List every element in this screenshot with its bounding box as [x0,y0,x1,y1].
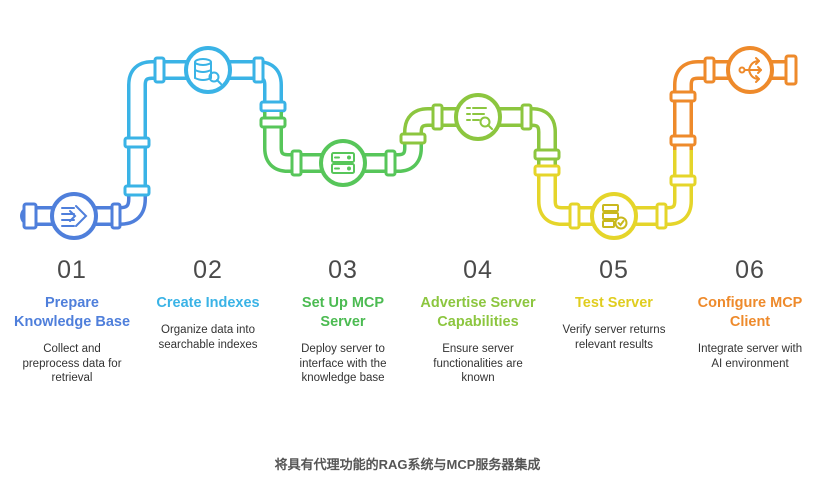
step-number: 01 [57,256,87,284]
step-5: 05 Test Server Verify server returns rel… [552,254,676,352]
step-description: Ensure server functionalities are known [433,343,523,384]
step-title: Test Server [575,295,653,311]
node-1 [50,192,98,240]
step-title: Create Indexes [156,295,260,311]
step-number: 06 [735,256,765,284]
step-description: Collect and preprocess data for retrieva… [22,343,122,384]
step-4: 04 Advertise Server Capabilities Ensure … [416,254,540,386]
server-check-icon [602,204,628,230]
step-number: 03 [328,256,358,284]
node-4 [454,93,502,141]
node-3 [319,139,367,187]
step-2: 02 Create Indexes Organize data into sea… [146,254,270,352]
step-title: Prepare Knowledge Base [13,295,131,330]
step-number: 04 [463,256,493,284]
node-5 [590,192,638,240]
node-6 [726,46,774,94]
step-number: 02 [193,256,223,284]
node-2 [184,46,232,94]
database-search-icon [194,58,222,85]
step-6: 06 Configure MCP Client Integrate server… [688,254,812,371]
list-search-icon [466,107,493,130]
step-3: 03 Set Up MCP Server Deploy server to in… [281,254,405,386]
figure-caption: 将具有代理功能的RAG系统与MCP服务器集成 [274,457,541,472]
pipe-segment-6 [669,54,798,150]
pipeline-diagram [20,46,798,240]
layers-icon [61,205,88,227]
share-icon [738,57,762,83]
server-icon [331,152,355,174]
step-title: Configure MCP Client [697,295,803,330]
step-number: 05 [599,256,629,284]
step-title: Advertise Server Capabilities [420,295,536,330]
step-description: Organize data into searchable indexes [158,324,258,351]
step-title: Set Up MCP Server [301,295,385,330]
step-1: 01 Prepare Knowledge Base Collect and pr… [10,254,134,386]
step-description: Integrate server with AI environment [697,343,803,370]
step-description: Deploy server to interface with the know… [299,343,387,384]
step-description: Verify server returns relevant results [562,324,666,351]
